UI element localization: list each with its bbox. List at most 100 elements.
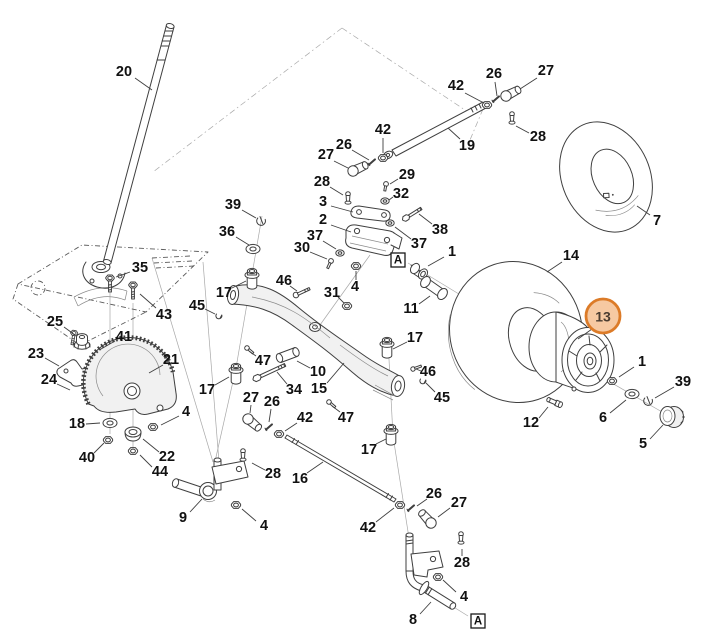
part-number-label-22[interactable]: 22 [159, 449, 175, 465]
part-number-label-1[interactable]: 1 [448, 244, 456, 260]
part-13-wheel-rim [528, 311, 615, 393]
part-number-label-46[interactable]: 46 [420, 364, 436, 380]
part-number-label-17[interactable]: 17 [407, 330, 423, 346]
part-number-label-32[interactable]: 32 [393, 186, 409, 202]
part-26-pin-a [491, 95, 500, 104]
part-31-nut [341, 302, 353, 310]
part-number-label-27[interactable]: 27 [318, 147, 334, 163]
part-number-label-31[interactable]: 31 [324, 285, 340, 301]
part-number-label-25[interactable]: 25 [47, 314, 63, 330]
part-number-label-26[interactable]: 26 [264, 394, 280, 410]
part-number-label-17[interactable]: 17 [361, 442, 377, 458]
part-46-screw-b [410, 364, 423, 372]
part-44-nut [127, 447, 139, 455]
part-27-ball-joint-b [345, 158, 371, 179]
leader-line [464, 92, 483, 103]
part-7-inner-tube [559, 121, 653, 233]
part-number-label-2[interactable]: 2 [319, 212, 327, 228]
part-number-label-19[interactable]: 19 [459, 138, 475, 154]
leader-line [392, 341, 408, 350]
part-number-label-39[interactable]: 39 [225, 197, 241, 213]
part-40-nut [102, 436, 114, 444]
highlighted-part-badge-13[interactable] [584, 297, 622, 335]
part-number-label-6[interactable]: 6 [599, 410, 607, 426]
leader-line [93, 442, 105, 454]
part-4-nut-a [147, 423, 159, 431]
leader-line [416, 498, 428, 507]
part-30-screw [326, 258, 334, 270]
part-number-label-45[interactable]: 45 [189, 298, 205, 314]
part-number-label-14[interactable]: 14 [563, 248, 579, 264]
leader-line [231, 280, 247, 289]
part-number-label-3[interactable]: 3 [319, 194, 327, 210]
part-number-label-43[interactable]: 43 [156, 307, 172, 323]
part-number-label-20[interactable]: 20 [116, 64, 132, 80]
part-number-label-46[interactable]: 46 [276, 273, 292, 289]
part-number-label-42[interactable]: 42 [297, 410, 313, 426]
part-37-washer-b [385, 219, 395, 227]
part-number-label-28[interactable]: 28 [314, 174, 330, 190]
part-number-label-24[interactable]: 24 [41, 372, 57, 388]
part-11-roller [420, 276, 448, 300]
part-number-label-8[interactable]: 8 [409, 612, 417, 628]
part-number-label-12[interactable]: 12 [523, 415, 539, 431]
part-number-label-45[interactable]: 45 [434, 390, 450, 406]
leader-line [636, 205, 651, 216]
part-number-label-47[interactable]: 47 [338, 410, 354, 426]
part-number-label-4[interactable]: 4 [351, 279, 359, 295]
part-number-label-17[interactable]: 17 [216, 285, 232, 301]
part-number-label-42[interactable]: 42 [448, 78, 464, 94]
part-number-label-28[interactable]: 28 [530, 129, 546, 145]
part-number-label-29[interactable]: 29 [399, 167, 415, 183]
part-number-label-44[interactable]: 44 [152, 464, 168, 480]
part-number-label-38[interactable]: 38 [432, 222, 448, 238]
part-number-label-26[interactable]: 26 [426, 486, 442, 502]
part-35-bolt [105, 274, 115, 293]
part-number-label-28[interactable]: 28 [265, 466, 281, 482]
part-number-label-40[interactable]: 40 [79, 450, 95, 466]
part-number-label-34[interactable]: 34 [286, 382, 302, 398]
part-6-washer [624, 388, 640, 400]
part-number-label-37[interactable]: 37 [307, 228, 323, 244]
part-number-label-18[interactable]: 18 [69, 416, 85, 432]
part-number-label-39[interactable]: 39 [675, 374, 691, 390]
part-number-label-16[interactable]: 16 [292, 471, 308, 487]
part-number-label-23[interactable]: 23 [28, 346, 44, 362]
leader-line [134, 77, 153, 91]
part-number-label-27[interactable]: 27 [451, 495, 467, 511]
part-number-label-42[interactable]: 42 [375, 122, 391, 138]
part-number-label-21[interactable]: 21 [163, 352, 179, 368]
part-22-cap-nut [124, 426, 142, 442]
part-number-label-26[interactable]: 26 [486, 66, 502, 82]
part-number-label-27[interactable]: 27 [538, 63, 554, 79]
part-32-washer [380, 197, 390, 205]
part-number-label-26[interactable]: 26 [336, 137, 352, 153]
leader-line [63, 326, 76, 336]
part-number-label-35[interactable]: 35 [132, 260, 148, 276]
part-4-nut-c [350, 262, 362, 270]
highlighted-part-number[interactable]: 13 [595, 309, 611, 325]
leader-line [326, 362, 345, 384]
part-number-label-5[interactable]: 5 [639, 436, 647, 452]
part-number-label-11[interactable]: 11 [403, 301, 418, 317]
part-number-label-9[interactable]: 9 [179, 510, 187, 526]
part-number-label-1[interactable]: 1 [638, 354, 646, 370]
part-number-label-41[interactable]: 41 [116, 329, 132, 345]
part-number-label-47[interactable]: 47 [255, 353, 271, 369]
part-number-label-42[interactable]: 42 [360, 520, 376, 536]
leader-line [418, 213, 433, 225]
part-number-label-17[interactable]: 17 [199, 382, 215, 398]
part-number-label-28[interactable]: 28 [454, 555, 470, 571]
part-number-label-4[interactable]: 4 [182, 404, 190, 420]
part-number-label-15[interactable]: 15 [311, 381, 327, 397]
part-number-label-30[interactable]: 30 [294, 240, 310, 256]
part-number-label-10[interactable]: 10 [310, 364, 326, 380]
leader-line [329, 186, 344, 196]
part-number-label-37[interactable]: 37 [411, 236, 427, 252]
part-number-label-36[interactable]: 36 [219, 224, 235, 240]
part-number-label-4[interactable]: 4 [460, 589, 468, 605]
part-number-label-27[interactable]: 27 [243, 390, 259, 406]
part-9-spindle-left [171, 457, 249, 503]
part-number-label-7[interactable]: 7 [653, 213, 661, 229]
part-number-label-4[interactable]: 4 [260, 518, 268, 534]
